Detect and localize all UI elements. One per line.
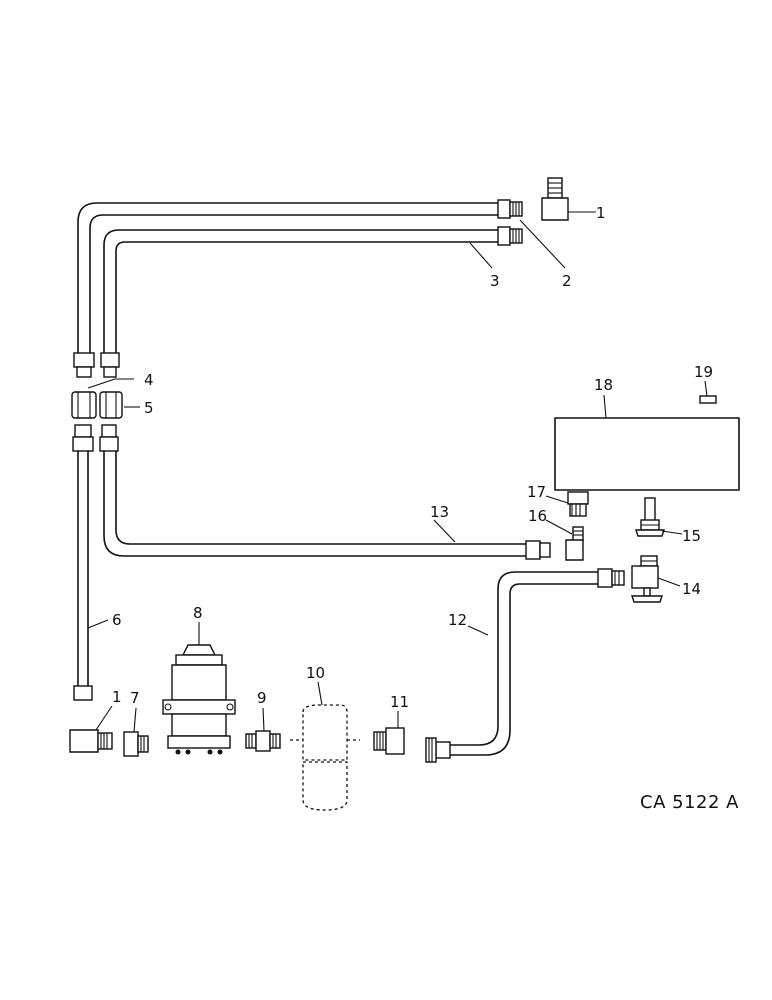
- callout-4: 4: [144, 371, 154, 389]
- leader-line-4: [87, 378, 116, 389]
- figure-id-label: CA 5122 A: [640, 792, 739, 813]
- fitting-part-9: [245, 730, 281, 752]
- upper-tube-end-fitting-outer: [497, 199, 523, 219]
- fitting-part-7: [123, 731, 149, 757]
- callout-2: 2: [562, 272, 572, 290]
- left-tube-nut-inner-lower: [99, 424, 119, 452]
- elbow-fitting-top: [541, 177, 596, 221]
- leader-line-19: [704, 380, 708, 397]
- leader-line-15: [661, 530, 683, 535]
- callout-19: 19: [694, 363, 713, 381]
- upper-tube-end-fitting-inner: [497, 226, 523, 246]
- coupler-part-5-left: [71, 391, 97, 419]
- cap-part-19: [699, 395, 717, 404]
- leader-line-14: [657, 577, 681, 587]
- callout-13: 13: [430, 503, 449, 521]
- tube-part-13: [103, 450, 551, 560]
- callout-12: 12: [448, 611, 467, 629]
- callout-5: 5: [144, 399, 154, 417]
- callout-8: 8: [193, 604, 203, 622]
- coupler-part-5-right: [99, 391, 123, 419]
- tube-part-12: [425, 568, 625, 763]
- elbow-fitting-bottom: [69, 729, 113, 753]
- left-tube-nut-outer-lower: [72, 424, 94, 452]
- callout-1-top: 1: [596, 204, 606, 222]
- left-tube-nut-outer-upper: [73, 352, 95, 378]
- callout-10: 10: [306, 664, 325, 682]
- upper-inner-tube: [103, 229, 501, 356]
- callout-15: 15: [682, 527, 701, 545]
- leader-line-10: [317, 681, 323, 706]
- callout-6: 6: [112, 611, 122, 629]
- adapter-part-11: [373, 727, 405, 755]
- leader-line-18: [603, 394, 607, 419]
- leader-line-2: [519, 219, 566, 269]
- leader-line-9: [262, 707, 265, 732]
- valve-part-14: [631, 555, 663, 603]
- callout-1-bottom: 1: [112, 688, 122, 706]
- valve-part-15: [635, 497, 665, 537]
- callout-14: 14: [682, 580, 701, 598]
- upper-outer-tube: [77, 202, 501, 356]
- callout-18: 18: [594, 376, 613, 394]
- callout-11: 11: [390, 693, 409, 711]
- callout-7: 7: [130, 689, 140, 707]
- leader-line-7: [133, 707, 137, 733]
- leader-line-17: [545, 495, 569, 504]
- callout-9: 9: [257, 689, 267, 707]
- leader-line-6: [87, 619, 109, 629]
- callout-16: 16: [528, 507, 547, 525]
- filter-part-10: [290, 704, 360, 811]
- fitting-part-17: [567, 491, 589, 517]
- tank-part-18: [554, 417, 740, 491]
- leader-line-16: [545, 519, 573, 535]
- leader-line-13: [433, 519, 456, 543]
- leader-line-12: [467, 625, 489, 636]
- left-tube-nut-inner-upper: [100, 352, 120, 378]
- leader-line-3: [469, 242, 493, 269]
- leader-line-1-bottom: [95, 705, 113, 731]
- callout-3: 3: [490, 272, 500, 290]
- tube-part-6: [73, 450, 93, 701]
- elbow-part-16: [565, 526, 584, 561]
- callout-17: 17: [527, 483, 546, 501]
- pump-part-8: [162, 644, 236, 755]
